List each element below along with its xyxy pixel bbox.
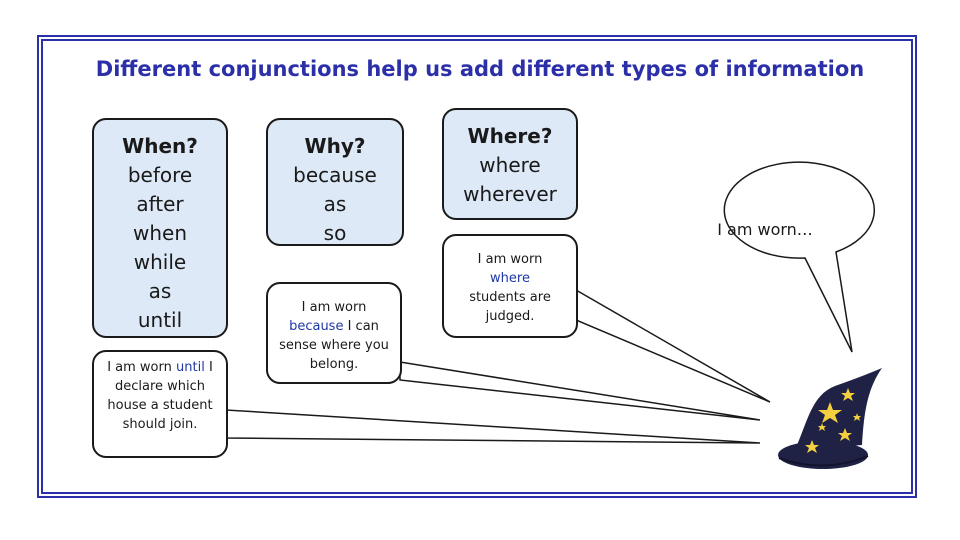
conjunction-word: where xyxy=(479,153,541,177)
speech-bubble xyxy=(723,161,876,353)
where-conjunctions-box: Where? where wherever xyxy=(442,108,578,220)
conjunction-word: as xyxy=(323,192,347,216)
star-icon xyxy=(838,428,852,441)
outer-frame xyxy=(37,35,917,498)
conjunction-word: until xyxy=(137,308,183,332)
slide-title: Different conjunctions help us add diffe… xyxy=(95,57,865,81)
example-text: I can sense where you belong. xyxy=(279,319,389,372)
conjunction-highlight: until xyxy=(176,360,205,375)
star-icon xyxy=(805,440,819,453)
when-conjunctions-box: When? before after when while as until xyxy=(92,118,228,338)
conjunction-word: after xyxy=(136,192,184,216)
example-text: I am worn xyxy=(477,252,543,267)
why-conjunctions-box: Why? because as so xyxy=(266,118,404,246)
where-heading: Where? xyxy=(467,124,553,148)
why-heading: Why? xyxy=(304,134,366,158)
example-text: I am worn xyxy=(301,300,367,315)
conjunction-word: when xyxy=(132,221,187,245)
example-text: students are judged. xyxy=(469,290,551,324)
until-example-box: I am worn until I declare which house a … xyxy=(92,350,228,458)
conjunction-word: while xyxy=(133,250,187,274)
conjunction-highlight: because xyxy=(289,319,344,334)
conjunction-highlight: where xyxy=(490,271,530,286)
conjunction-word: so xyxy=(323,221,347,245)
inner-frame xyxy=(41,39,913,494)
wizard-hat-icon xyxy=(778,368,882,469)
when-heading: When? xyxy=(122,134,198,158)
speech-bubble-text: I am worn… xyxy=(717,220,813,239)
conjunction-word: before xyxy=(127,163,193,187)
conjunction-word: wherever xyxy=(463,182,557,206)
conjunction-word: as xyxy=(148,279,172,303)
star-icon xyxy=(841,388,855,401)
where-pointer xyxy=(575,288,771,403)
because-example-box: I am worn because I can sense where you … xyxy=(266,282,402,384)
until-pointer xyxy=(225,409,761,444)
conjunction-word: because xyxy=(293,163,377,187)
where-example-box: I am worn where students are judged. xyxy=(442,234,578,338)
star-icon xyxy=(853,413,861,421)
star-icon xyxy=(818,423,826,431)
star-icon xyxy=(818,402,842,423)
example-text: I declare which house a student should j… xyxy=(107,360,213,432)
example-text: I am worn xyxy=(107,360,172,375)
